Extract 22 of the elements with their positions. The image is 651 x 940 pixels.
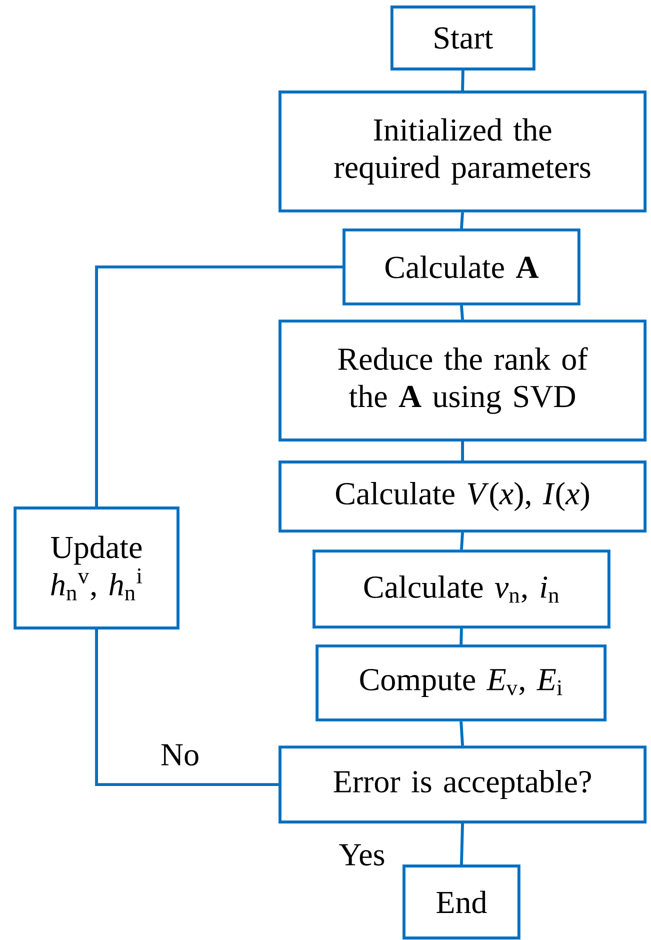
connector-line [460, 823, 464, 865]
connector-line [461, 70, 464, 91]
process-box: Compute E$_{v}$, E$_{i}$ [316, 644, 607, 722]
decision-box: Error is acceptable? [278, 746, 647, 824]
connector-line [460, 628, 463, 645]
connector-line [460, 532, 464, 550]
terminal-box: End [402, 864, 520, 940]
edge-label: No [159, 742, 201, 767]
connector-line [95, 629, 279, 786]
process-box: Calculate A [342, 228, 580, 306]
process-box: Reduce the rank of the A using SVD [278, 320, 647, 442]
process-box: Calculate v$_{n}$, i$_{n}$ [312, 550, 610, 629]
connector-line [461, 441, 464, 461]
process-box: Initialized the required parameters [278, 90, 647, 212]
connector-line [460, 212, 464, 229]
connector-line [460, 721, 464, 746]
edge-label: Yes [337, 842, 387, 867]
connector-line [460, 305, 464, 320]
terminal-box: Start [390, 6, 536, 70]
process-box: Update h$_{n}$$^{v}$, h$_{n}$i [14, 506, 180, 630]
connector-line [95, 265, 343, 507]
process-box: Calculate V(x), I(x) [278, 460, 647, 533]
